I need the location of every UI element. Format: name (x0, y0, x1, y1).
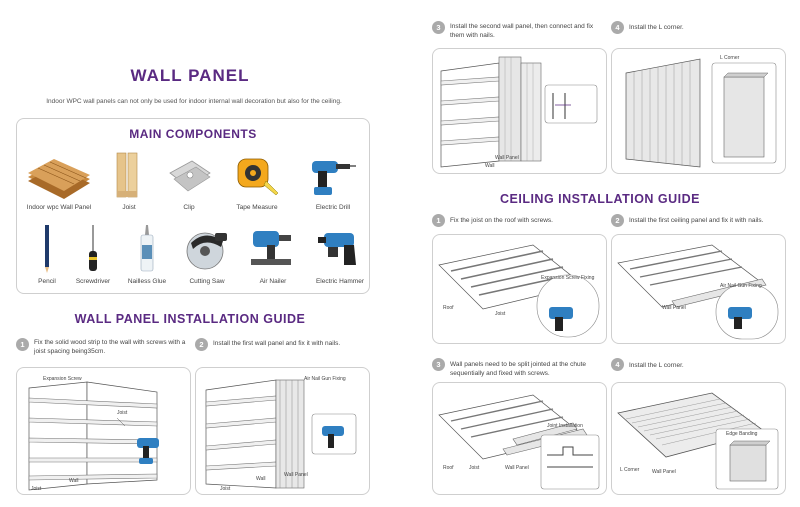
tag-joist: Joist (495, 311, 506, 317)
step-number: 3 (432, 358, 445, 371)
wall-step4-illustration: L Corner (611, 48, 786, 174)
step-number: 2 (611, 214, 624, 227)
tag-edge-banding: Edge Banding (726, 431, 758, 437)
tag-roof: Roof (443, 305, 454, 311)
component-air-nailer: Air Nailer (243, 223, 303, 285)
step-number: 4 (611, 21, 624, 34)
wall-install-title: WALL PANEL INSTALLATION GUIDE (74, 312, 306, 326)
tag-roof: Roof (443, 465, 454, 471)
wall-panel-icon (28, 159, 90, 199)
step-text: Wall panels need to be split jointed at … (450, 361, 586, 377)
screwdriver-icon (89, 225, 97, 271)
step-text: Install the L corner. (629, 362, 684, 369)
ceiling-l-corner-illustration (617, 392, 779, 490)
step-number: 1 (432, 214, 445, 227)
tag-wall: Wall (69, 478, 79, 484)
component-tape-measure: Tape Measure (227, 151, 287, 211)
wall-l-corner-illustration (625, 58, 777, 168)
step-number: 1 (16, 338, 29, 351)
component-label: Nailless Glue (127, 278, 167, 285)
ceiling-step3-illustration: Joint Installation Roof Joist Wall Panel (432, 382, 607, 495)
step-text: Install the second wall panel, then conn… (450, 23, 594, 39)
joist-icon (116, 152, 138, 198)
step-text: Install the first ceiling panel and fix … (629, 217, 764, 224)
tag-wall: Wall (485, 163, 495, 169)
glue-icon (140, 225, 154, 272)
tag-l-corner: L Corner (620, 467, 640, 473)
step-number: 4 (611, 358, 624, 371)
wall-step3-illustration: Wall Panel Wall (432, 48, 607, 174)
tag-wall-panel: Wall Panel (505, 465, 529, 471)
tape-measure-icon (237, 158, 279, 196)
component-joist: Joist (99, 151, 159, 211)
component-glue: Nailless Glue (117, 223, 177, 285)
electric-hammer-icon (318, 233, 356, 265)
step-text: Install the first wall panel and fix it … (213, 340, 341, 347)
wall-step2-illustration: Air Nail Gun Fixing Joist Wall Wall Pane… (195, 367, 370, 495)
ceiling-joist-illustration (438, 244, 600, 338)
left-page: WALL PANEL Indoor WPC wall panels can no… (16, 66, 370, 495)
air-nailer-icon (251, 231, 291, 265)
step-text: Fix the solid wood strip to the wall wit… (34, 339, 186, 355)
component-electric-hammer: Electric Hammer (307, 223, 373, 285)
component-label: Screwdriver (75, 278, 111, 285)
component-label: Joist (122, 204, 136, 211)
ceiling-split-joint-illustration (438, 394, 600, 490)
ceiling-install-title: CEILING INSTALLATION GUIDE (499, 192, 701, 206)
page-title: WALL PANEL (130, 66, 250, 85)
step-text: Install the L corner. (629, 24, 684, 31)
tag-joist: Joist (220, 486, 231, 492)
ceiling-first-panel-illustration (617, 244, 779, 340)
wall-first-panel-illustration (205, 379, 357, 489)
tag-joist: Joist (117, 410, 128, 416)
tag-air-nail: Air Nail Gun Fixing (720, 283, 762, 289)
pencil-icon (45, 225, 49, 273)
tag-expansion-screw: Expansion Screw (43, 376, 82, 382)
step-text: Fix the joist on the roof with screws. (450, 217, 553, 224)
cutting-saw-icon (186, 232, 227, 270)
electric-drill-icon (312, 161, 356, 195)
step-number: 2 (195, 338, 208, 351)
component-label: Clip (183, 204, 195, 211)
component-label: Electric Hammer (315, 278, 365, 285)
tag-l-corner: L Corner (720, 55, 740, 61)
ceiling-step4-illustration: Edge Banding L Corner Wall Panel (611, 382, 786, 495)
component-pencil: Pencil (17, 223, 77, 285)
tag-air-nail: Air Nail Gun Fixing (304, 376, 346, 382)
page-subtitle: Indoor WPC wall panels can not only be u… (46, 98, 342, 105)
component-clip: Clip (159, 155, 219, 211)
ceiling-step1-illustration: Expansion Screw Fixing Roof Joist (432, 234, 607, 344)
component-label: Electric Drill (315, 204, 351, 211)
right-page: 3 Install the second wall panel, then co… (400, 0, 800, 507)
component-label: Tape Measure (236, 204, 278, 211)
component-label: Air Nailer (259, 278, 287, 285)
tag-wall-panel: Wall Panel (284, 472, 308, 478)
wall-step1-illustration: Expansion Screw Joist Joist Wall (16, 367, 191, 495)
component-cutting-saw: Cutting Saw (177, 223, 237, 285)
wall-frame-illustration (28, 381, 159, 491)
tag-joint-installation: Joint Installation (547, 423, 583, 429)
tag-wall: Wall (256, 476, 266, 482)
clip-icon (169, 160, 211, 192)
tag-wall-panel: Wall Panel (495, 155, 519, 161)
main-components-box: MAIN COMPONENTS Indoor wpc Wall Panel Jo… (16, 118, 370, 294)
tag-joist: Joist (31, 486, 42, 492)
component-wall-panel: Indoor wpc Wall Panel (19, 155, 99, 211)
step-number: 3 (432, 21, 445, 34)
tag-wall-panel: Wall Panel (662, 305, 686, 311)
component-electric-drill: Electric Drill (303, 151, 363, 211)
wall-second-panel-illustration (440, 56, 598, 168)
tag-joist: Joist (469, 465, 480, 471)
component-label: Pencil (38, 278, 56, 285)
components-title: MAIN COMPONENTS (129, 127, 257, 141)
ceiling-step2-illustration: Air Nail Gun Fixing Wall Panel (611, 234, 786, 344)
component-label: Indoor wpc Wall Panel (26, 204, 92, 211)
component-label: Cutting Saw (189, 278, 225, 285)
component-screwdriver: Screwdriver (63, 223, 123, 285)
tag-wall-panel: Wall Panel (652, 469, 676, 475)
tag-expansion-screw: Expansion Screw Fixing (541, 275, 595, 281)
